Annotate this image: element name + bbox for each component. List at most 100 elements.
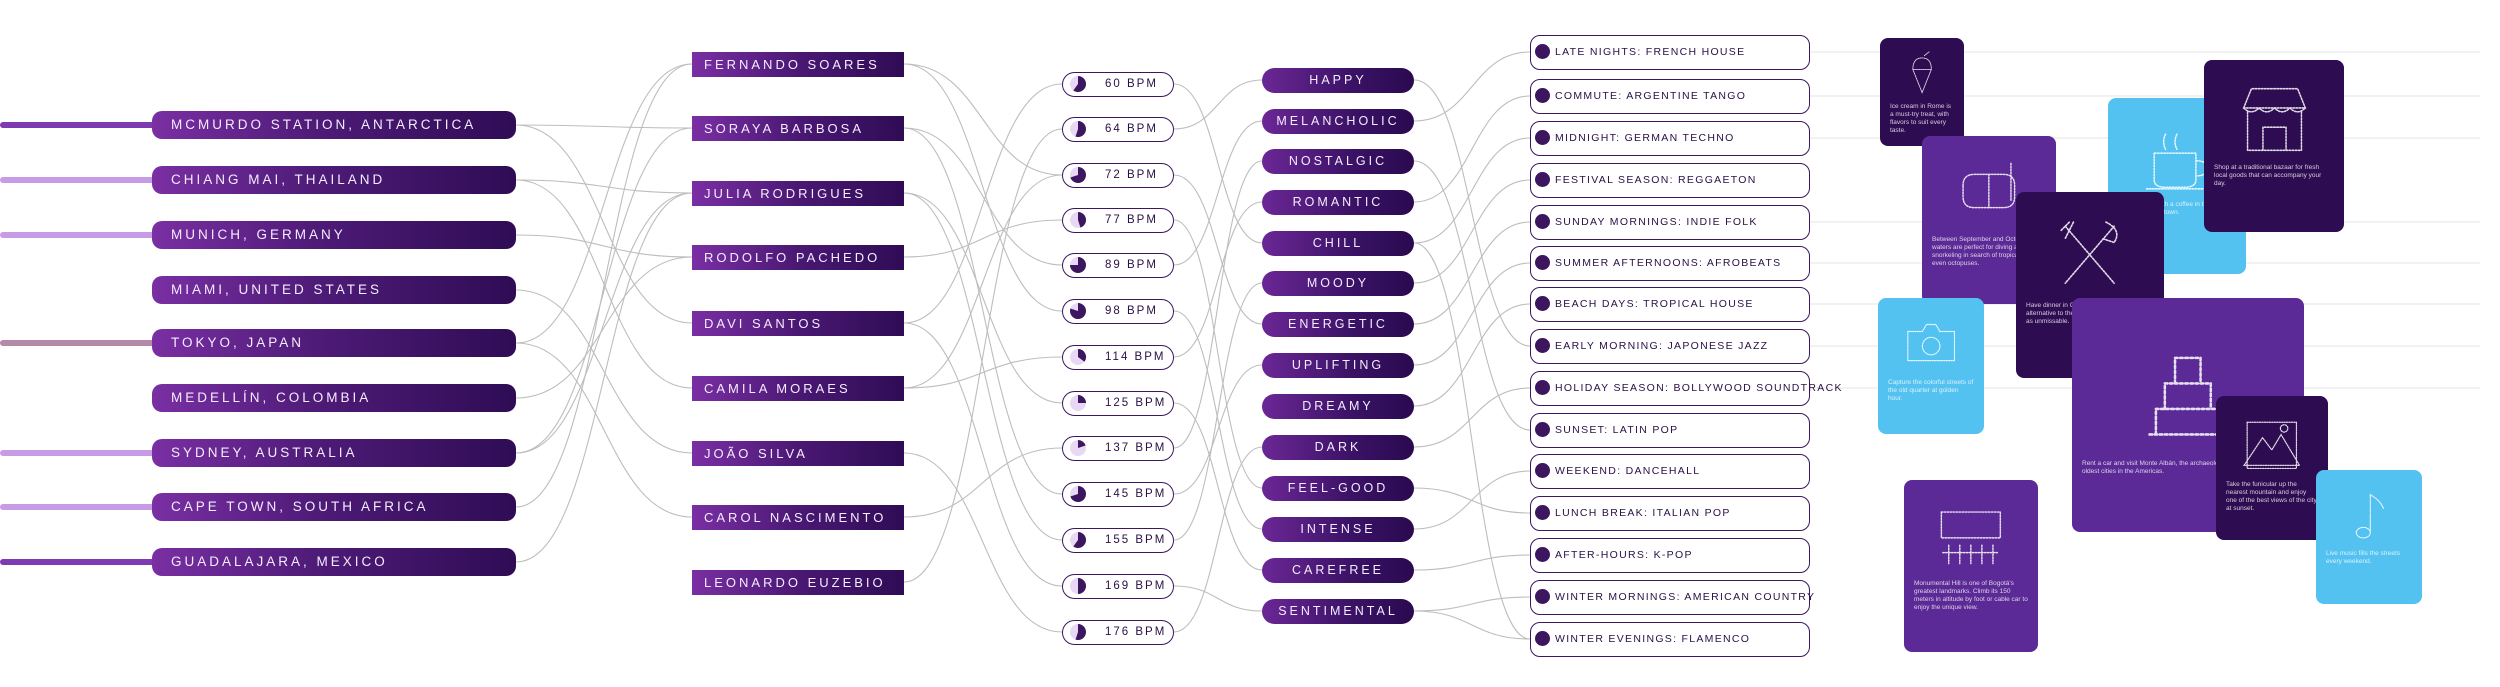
tempo-dial-icon	[1070, 349, 1086, 365]
playlist-node[interactable]: LUNCH BREAK: ITALIAN POP	[1530, 496, 1810, 531]
card-camera[interactable]: Capture the colorful streets of the old …	[1878, 298, 1984, 434]
mood-node[interactable]: CHILL	[1262, 231, 1414, 256]
tempo-node[interactable]: 72 BPM	[1062, 163, 1174, 188]
city-artist-link	[515, 342, 693, 518]
mood-node[interactable]: CAREFREE	[1262, 558, 1414, 583]
mood-playlist-link	[1413, 387, 1531, 448]
tempo-node[interactable]: 169 BPM	[1062, 574, 1174, 599]
city-node[interactable]: MEDELLÍN, COLOMBIA	[152, 384, 516, 412]
mood-node[interactable]: MELANCHOLIC	[1262, 109, 1414, 134]
city-node[interactable]: TOKYO, JAPAN	[152, 329, 516, 357]
mood-node[interactable]: DREAMY	[1262, 394, 1414, 419]
tempo-dial-icon	[1069, 303, 1086, 319]
artist-tempo-link	[903, 322, 1063, 587]
card-description: Between September and October, waters ar…	[1932, 235, 2045, 267]
tempo-label: 155 BPM	[1105, 534, 1167, 546]
tempo-dial-icon	[1070, 395, 1086, 411]
artist-node[interactable]: CAMILA MORAES	[692, 376, 904, 401]
card-theater[interactable]: Monumental Hill is one of Bogotá's great…	[1904, 480, 2038, 652]
mood-playlist-link	[1413, 221, 1531, 325]
artist-node[interactable]: FERNANDO SOARES	[692, 52, 904, 77]
mood-node[interactable]: FEEL-GOOD	[1262, 476, 1414, 501]
tempo-node[interactable]: 98 BPM	[1062, 299, 1174, 324]
card-market[interactable]: Shop at a traditional bazaar for fresh l…	[2204, 60, 2344, 232]
artist-node[interactable]: DAVI SANTOS	[692, 311, 904, 336]
mood-node[interactable]: NOSTALGIC	[1262, 149, 1414, 174]
tempo-mood-link	[1173, 79, 1263, 130]
city-node[interactable]: SYDNEY, AUSTRALIA	[152, 439, 516, 467]
playlist-label: COMMUTE: ARGENTINE TANGO	[1555, 90, 1747, 102]
mood-playlist-link	[1413, 554, 1531, 571]
mood-node[interactable]: DARK	[1262, 435, 1414, 460]
playlist-node[interactable]: SUMMER AFTERNOONS: AFROBEATS	[1530, 246, 1810, 281]
city-node[interactable]: MUNICH, GERMANY	[152, 221, 516, 249]
snorkel-mask-icon	[1962, 162, 2016, 209]
artist-node[interactable]: RODOLFO PACHEDO	[692, 245, 904, 270]
artist-tempo-link	[903, 356, 1063, 389]
city-node[interactable]: GUADALAJARA, MEXICO	[152, 548, 516, 576]
artist-tempo-link	[903, 219, 1063, 258]
playlist-node[interactable]: WINTER EVENINGS: FLAMENCO	[1530, 622, 1810, 657]
tempo-dial-icon	[1070, 440, 1086, 456]
city-node[interactable]: CAPE TOWN, SOUTH AFRICA	[152, 493, 516, 521]
city-node[interactable]: MCMURDO STATION, ANTARCTICA	[152, 111, 516, 139]
playlist-node[interactable]: FESTIVAL SEASON: REGGAETON	[1530, 163, 1810, 198]
tempo-node[interactable]: 114 BPM	[1062, 345, 1174, 370]
artist-node[interactable]: CAROL NASCIMENTO	[692, 505, 904, 530]
tempo-dial-icon	[1070, 486, 1086, 502]
mountain-icon	[2243, 421, 2301, 470]
mood-node[interactable]: UPLIFTING	[1262, 353, 1414, 378]
playlist-node[interactable]: EARLY MORNING: JAPONESE JAZZ	[1530, 329, 1810, 364]
playlist-node[interactable]: BEACH DAYS: TROPICAL HOUSE	[1530, 287, 1810, 322]
playlist-node[interactable]: SUNDAY MORNINGS: INDIE FOLK	[1530, 205, 1810, 240]
card-description: Rent a car and visit Monte Albán, the ar…	[2082, 459, 2282, 475]
tempo-node[interactable]: 60 BPM	[1062, 72, 1174, 97]
playlist-label: SUNDAY MORNINGS: INDIE FOLK	[1555, 216, 1758, 228]
playlist-node[interactable]: AFTER-HOURS: K-POP	[1530, 538, 1810, 573]
tempo-node[interactable]: 137 BPM	[1062, 436, 1174, 461]
artist-node[interactable]: JOÃO SILVA	[692, 441, 904, 466]
tempo-node[interactable]: 125 BPM	[1062, 391, 1174, 416]
artist-node[interactable]: LEONARDO EUZEBIO	[692, 570, 904, 595]
mood-node[interactable]: INTENSE	[1262, 517, 1414, 542]
playlist-dot-icon	[1535, 88, 1550, 103]
mood-node[interactable]: ENERGETIC	[1262, 312, 1414, 337]
artist-node[interactable]: SORAYA BARBOSA	[692, 116, 904, 141]
city-artist-link	[515, 289, 693, 454]
playlist-node[interactable]: MIDNIGHT: GERMAN TECHNO	[1530, 121, 1810, 156]
tempo-mood-link	[1173, 402, 1263, 571]
city-node[interactable]: CHIANG MAI, THAILAND	[152, 166, 516, 194]
card-description: Monumental Hill is one of Bogotá's great…	[1914, 580, 2028, 612]
tempo-label: 60 BPM	[1105, 78, 1158, 90]
playlist-node[interactable]: LATE NIGHTS: FRENCH HOUSE	[1530, 35, 1810, 70]
mood-node[interactable]: HAPPY	[1262, 68, 1414, 93]
playlist-node[interactable]: HOLIDAY SEASON: BOLLYWOOD SOUNDTRACK	[1530, 371, 1841, 406]
playlist-node[interactable]: COMMUTE: ARGENTINE TANGO	[1530, 79, 1810, 114]
card-music[interactable]: Live music fills the streets every weeke…	[2316, 470, 2422, 604]
mood-playlist-link	[1413, 137, 1531, 244]
playlist-node[interactable]: WINTER MORNINGS: AMERICAN COUNTRY	[1530, 580, 1814, 615]
mood-node[interactable]: ROMANTIC	[1262, 190, 1414, 215]
tempo-node[interactable]: 145 BPM	[1062, 482, 1174, 507]
artist-tempo-link	[903, 127, 1063, 266]
card-ice-cream[interactable]: Ice cream in Rome is a must-try treat, w…	[1880, 38, 1964, 146]
tempo-node[interactable]: 64 BPM	[1062, 117, 1174, 142]
tempo-node[interactable]: 77 BPM	[1062, 208, 1174, 233]
tempo-node[interactable]: 176 BPM	[1062, 620, 1174, 645]
city-artist-link	[515, 192, 693, 454]
card-mountains[interactable]: Take the funicular up the nearest mounta…	[2216, 396, 2328, 540]
playlist-label: WINTER EVENINGS: FLAMENCO	[1555, 633, 1751, 645]
mood-node[interactable]: MOODY	[1262, 271, 1414, 296]
tempo-node[interactable]: 89 BPM	[1062, 253, 1174, 278]
city-node[interactable]: MIAMI, UNITED STATES	[152, 276, 516, 304]
mood-node[interactable]: SENTIMENTAL	[1262, 599, 1414, 624]
mood-playlist-link	[1413, 79, 1531, 347]
tempo-node[interactable]: 155 BPM	[1062, 528, 1174, 553]
mood-playlist-link	[1413, 610, 1531, 640]
artist-tempo-link	[903, 192, 1063, 404]
city-artist-link	[515, 256, 693, 399]
artist-node[interactable]: JULIA RODRIGUES	[692, 181, 904, 206]
playlist-node[interactable]: WEEKEND: DANCEHALL	[1530, 454, 1810, 489]
playlist-node[interactable]: SUNSET: LATIN POP	[1530, 413, 1810, 448]
